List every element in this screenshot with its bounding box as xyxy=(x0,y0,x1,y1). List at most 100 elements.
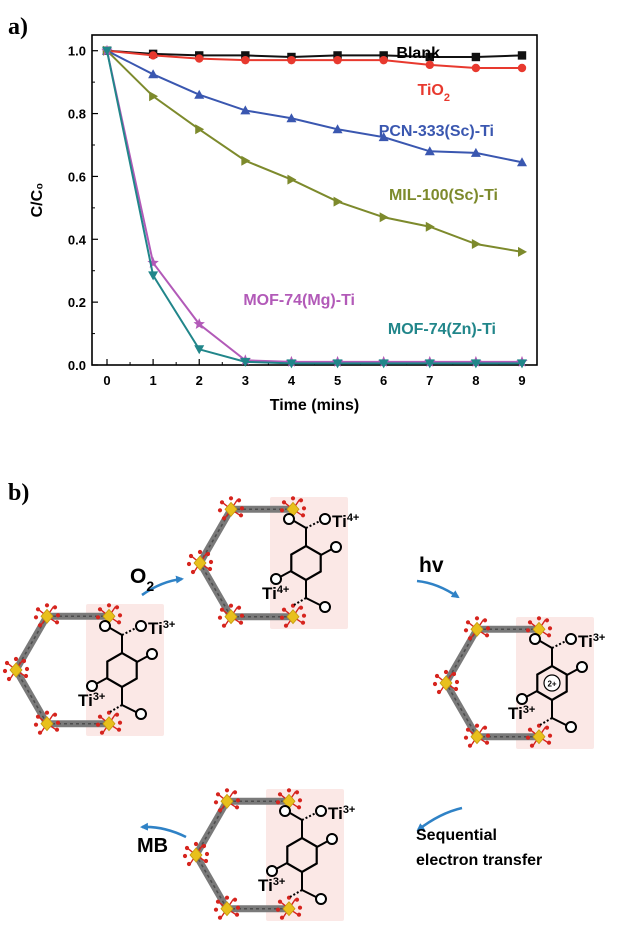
oxygen-atom xyxy=(239,506,245,511)
radical-circle xyxy=(543,674,561,692)
metal-node xyxy=(470,729,484,745)
highlight-region xyxy=(86,604,164,736)
label-o2: O2 xyxy=(130,565,154,594)
data-point xyxy=(240,105,251,115)
linker-bonds xyxy=(199,562,232,618)
panel-label-b: b) xyxy=(8,480,30,506)
oxygen-atom xyxy=(114,712,120,717)
data-point xyxy=(471,239,481,249)
bond xyxy=(316,840,329,848)
oxygen-atom xyxy=(296,912,302,917)
oxygen-atom xyxy=(35,607,41,612)
oxygen-atom xyxy=(547,733,553,738)
oxygen-atom xyxy=(544,618,550,623)
framework-bottom: Ti3+Ti3+ xyxy=(182,788,355,921)
series-tio2 xyxy=(102,46,527,73)
label-electron-line2: electron transfer xyxy=(416,852,542,869)
metal-node xyxy=(189,847,203,863)
series-line-pcn xyxy=(106,49,523,164)
oxygen-atom xyxy=(37,730,43,735)
oxygen-atom xyxy=(219,607,225,612)
x-tick-label: 1 xyxy=(149,373,156,388)
oxygen-atom xyxy=(277,899,283,904)
label-mb: MB xyxy=(137,835,168,857)
oxygen-atom xyxy=(33,722,39,727)
oxygen-atom xyxy=(301,613,307,618)
oxygen-atom xyxy=(482,725,488,730)
oxygen-atom xyxy=(186,861,192,867)
oxygen-label xyxy=(146,648,158,660)
oxygen-atom xyxy=(482,618,488,623)
oxygen-atom xyxy=(454,679,460,685)
linker-bonds xyxy=(445,682,478,738)
oxygen-atom xyxy=(525,735,531,740)
data-point xyxy=(333,55,342,65)
oxygen-atom xyxy=(188,553,194,559)
oxygen-atom xyxy=(217,915,223,920)
y-tick-label: 0.0 xyxy=(68,358,86,373)
oxygen-atom xyxy=(283,623,289,628)
series-label-pcn: PCN-333(Sc)-Ti xyxy=(379,123,494,140)
metal-node xyxy=(470,621,484,637)
x-tick-label: 4 xyxy=(288,373,296,388)
data-point xyxy=(378,359,389,369)
oxygen-atom xyxy=(234,912,240,917)
bond xyxy=(539,640,553,649)
bond xyxy=(275,862,288,870)
oxygen-atom xyxy=(525,628,531,633)
oxygen-atom xyxy=(114,605,120,610)
oxygen-atom xyxy=(201,843,207,849)
oxygen-atom xyxy=(6,676,12,682)
oxygen-atom xyxy=(294,897,300,902)
oxygen-atom xyxy=(527,727,533,732)
oxygen-atom xyxy=(208,559,214,565)
oxygen-atom xyxy=(238,620,244,625)
series-line-mof_zn xyxy=(106,50,522,365)
oxygen-atom xyxy=(239,613,245,618)
oxygen-atom xyxy=(235,905,241,910)
data-point xyxy=(148,271,159,281)
oxygen-atom xyxy=(234,805,240,810)
ti-label-bottom-charge: 3+ xyxy=(93,691,106,703)
y-axis-title: C/C₀ xyxy=(29,183,46,218)
oxygen-atom xyxy=(544,725,550,730)
series-label-blank: Blank xyxy=(396,45,440,62)
oxygen-label xyxy=(529,633,541,645)
bond xyxy=(121,627,137,636)
metal-node xyxy=(102,716,116,732)
oxygen-atom xyxy=(213,800,219,805)
oxygen-atom xyxy=(529,743,535,748)
oxygen-atom xyxy=(117,613,123,618)
oxygen-atom xyxy=(296,805,302,810)
oxygen-atom xyxy=(217,808,223,813)
series-blank xyxy=(102,46,527,62)
linker-bonds xyxy=(195,854,228,910)
data-point xyxy=(424,146,435,156)
data-point xyxy=(471,63,481,73)
metal-node xyxy=(9,662,23,678)
data-point xyxy=(240,357,251,367)
x-axis-title: Time (mins) xyxy=(270,397,360,414)
metal-cluster xyxy=(2,656,30,682)
oxygen-atom xyxy=(33,615,39,620)
metal-cluster xyxy=(217,496,245,521)
data-point xyxy=(241,55,250,65)
metal-cluster xyxy=(463,723,491,748)
data-point xyxy=(425,52,434,62)
oxygen-atom xyxy=(97,607,103,612)
series-line-tio2 xyxy=(106,49,522,69)
x-tick-label: 3 xyxy=(242,373,249,388)
oxygen-atom xyxy=(451,671,457,677)
oxygen-atom xyxy=(215,792,221,797)
oxygen-atom xyxy=(55,720,61,725)
framework-right: Ti3+Ti3+2+ xyxy=(432,616,606,749)
metal-node xyxy=(282,901,296,917)
oxygen-atom xyxy=(281,607,287,612)
data-point xyxy=(425,221,435,232)
data-point xyxy=(286,359,297,369)
ti-label-top-charge: 3+ xyxy=(593,632,606,644)
data-point xyxy=(147,256,159,268)
x-tick-label: 2 xyxy=(196,373,203,388)
oxygen-atom xyxy=(290,496,296,501)
bond xyxy=(109,627,123,636)
